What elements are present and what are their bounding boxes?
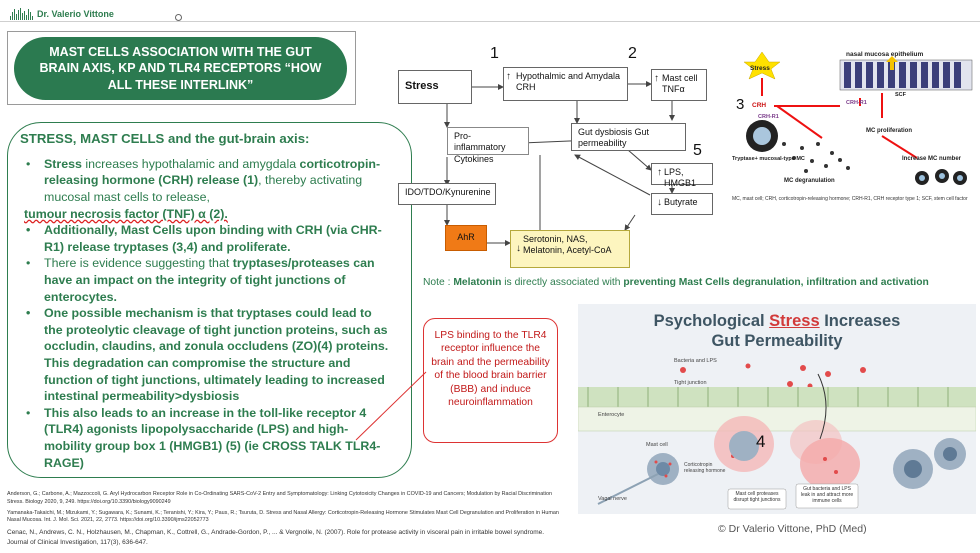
bullet-mechanism: One possible mechanism is that tryptases… (20, 305, 391, 405)
flow-box-lps: LPS, HMGB1 (651, 163, 713, 188)
flow-number-2: 2 (628, 45, 637, 62)
psych-figure-title: Psychological Stress Increases Gut Perme… (653, 312, 901, 350)
mast-cell-label: Mast cell (646, 442, 668, 448)
down-arrow-icon: ↓ (516, 243, 521, 254)
bullet-tryptases: There is evidence suggesting that trypta… (20, 255, 391, 305)
bullet-tlr4: This also leads to an increase in the to… (20, 405, 391, 471)
melatonin-note: Note : Melatonin is directly associated … (423, 277, 929, 288)
tryptase-mc-label: Tryptase+ mucosal-type MC (732, 156, 805, 162)
mast-cell-illustration (743, 51, 973, 185)
connector-line (355, 371, 427, 441)
flow-arrows (444, 81, 675, 246)
brand-logo: Dr. Valerio Vittone (10, 6, 170, 22)
diagram-caption: MC, mast cell; CRH, corticotropin-releas… (732, 196, 968, 202)
vagal-nerve-label: Vagal nerve (598, 496, 627, 502)
copyright-text: © Dr Valerio Vittone, PhD (Med) (718, 523, 867, 535)
up-arrow-icon: ↑ (654, 73, 659, 84)
reference-3: Cenac, N., Andrews, C. N., Holzhausen, M… (7, 529, 545, 546)
flow-diagram: 1 2 5 Stress Hypothalmic and Amydala CRH… (395, 45, 725, 275)
diagram-number-3: 3 (736, 96, 745, 113)
flow-number-5: 5 (693, 142, 702, 159)
increase-mc-label: Increase MC number (902, 156, 962, 162)
protease-caption: Mast cell proteases disrupt tight juncti… (733, 491, 781, 503)
up-arrow-icon: ↑ (657, 167, 662, 178)
flow-box-serotonin: Serotonin, NAS, Melatonin, Acetyl-CoA (510, 230, 630, 268)
flow-box-mast-cell: Mast cell TNFα (651, 69, 707, 101)
gut-illustration (578, 363, 976, 510)
tlr4-callout-box[interactable]: LPS binding to the TLR4 receptor influen… (423, 318, 558, 443)
mc-proliferation-label: MC proliferation (866, 128, 912, 134)
flow-box-ahr: AhR (445, 225, 487, 251)
slide-title[interactable]: MAST CELLS ASSOCIATION WITH THE GUT BRAI… (14, 37, 347, 100)
crh-r1-epithelium-label: CRH-R1 (846, 100, 867, 106)
mast-cell-diagram: Stress 3 CRH CRH-R1 nasal mucosa epithel… (732, 48, 976, 218)
psych-stress-figure: Psychological Stress Increases Gut Perme… (578, 304, 976, 514)
bullet-stress: Stress increases hypothalamic and amygda… (20, 156, 391, 206)
tight-junction-label: Tight junction (674, 380, 707, 386)
mc-degranulation-label: MC degranulation (784, 178, 835, 184)
flow-box-proinflammatory: Pro-inflammatory Cytokines (447, 127, 529, 164)
flow-box-stress: Stress (398, 70, 472, 104)
flow-number-1: 1 (490, 45, 499, 62)
bacteria-lps-label: Bacteria and LPS (674, 358, 717, 364)
corticotropin-label: Corticotropin releasing hormone (684, 462, 726, 474)
crh-r1-label: CRH-R1 (758, 114, 779, 120)
bullet-crh: Additionally, Mast Cells upon binding wi… (20, 222, 391, 255)
diagram-stress-label: Stress (750, 65, 770, 72)
header-divider (0, 21, 980, 22)
references: Anderson, G.; Carbone, A.; Mazzoccoli, G… (7, 491, 567, 550)
scf-label: SCF (895, 92, 906, 98)
enterocyte-label: Enterocyte (598, 412, 625, 418)
flow-box-hypothalamic: Hypothalmic and Amydala CRH (503, 67, 628, 101)
flow-box-butyrate: Butyrate (651, 193, 713, 215)
bullet-tnf-line: tumour necrosis factor (TNF) α (2). (24, 206, 228, 221)
down-arrow-icon: ↓ (657, 197, 662, 208)
figure-number-4: 4 (756, 432, 766, 451)
flow-box-gut-dysbiosis: Gut dysbiosis Gut permeability (571, 123, 686, 151)
crh-label: CRH (752, 102, 767, 109)
up-arrow-icon: ↑ (506, 71, 511, 82)
logo-text: Dr. Valerio Vittone (37, 9, 114, 19)
bacteria-leak-caption: Gut bacteria and LPS leak in and attract… (800, 486, 854, 504)
rotate-handle[interactable] (175, 14, 182, 21)
section-heading: STRESS, MAST CELLS and the gut-brain axi… (20, 131, 310, 146)
nasal-epithelium-label: nasal mucosa epithelium (846, 51, 924, 58)
title-selection-frame[interactable] (7, 31, 356, 105)
reference-2: Yamanaka-Takaichi, M.; Mizukami, Y.; Sug… (7, 509, 559, 524)
bullet-list: Stress increases hypothalamic and amygda… (20, 156, 391, 472)
reference-1: Anderson, G.; Carbone, A.; Mazzoccoli, G… (7, 491, 552, 505)
flow-box-ido: IDO/TDO/Kynurenine (398, 183, 496, 205)
logo-bars-icon (10, 8, 33, 20)
main-text-box[interactable]: STRESS, MAST CELLS and the gut-brain axi… (7, 122, 412, 478)
